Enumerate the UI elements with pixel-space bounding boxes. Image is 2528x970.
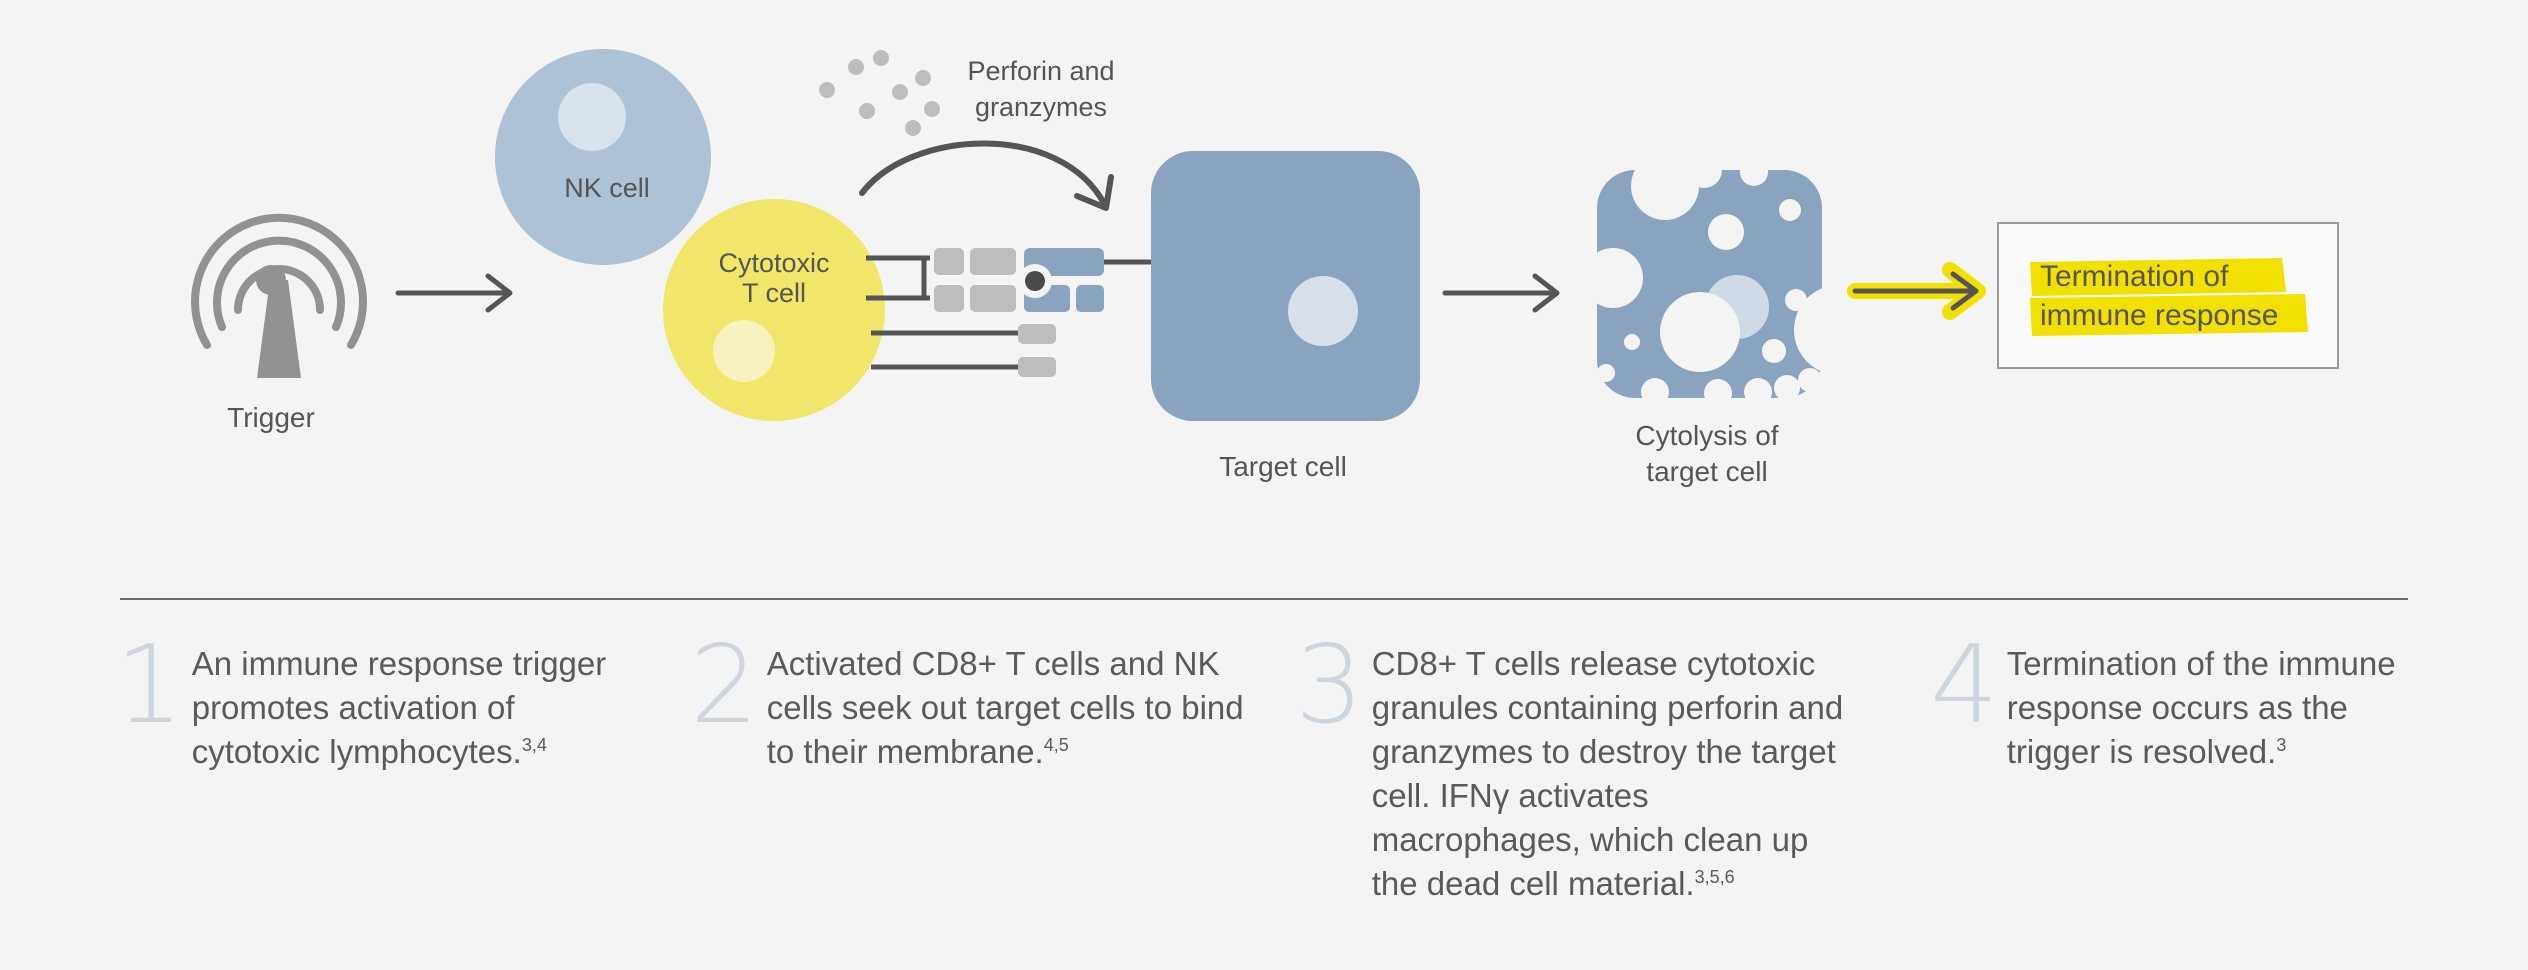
nk-cell [495, 49, 711, 265]
step-number: 3 [1295, 623, 1364, 748]
arrow-target-to-cytolysis [1442, 273, 1560, 313]
step-references: 3,5,6 [1694, 867, 1735, 887]
step-number: 1 [115, 623, 184, 748]
step-number: 4 [1930, 623, 1999, 748]
step-4: 4 Termination of the immune response occ… [1930, 630, 2440, 774]
arrow-to-termination [1847, 262, 1986, 320]
arrow-trigger-to-cells [395, 273, 513, 313]
termination-box [1997, 222, 2339, 369]
trigger-antenna-icon [191, 213, 367, 378]
perforin-granzyme-granules [819, 50, 940, 136]
receptor-binding-lines [866, 255, 1152, 370]
t-cell-label-line1: Cytotoxic [718, 248, 829, 278]
section-divider [120, 598, 2408, 600]
curved-release-arrow [859, 140, 1114, 211]
step-1: 1 An immune response trigger promotes ac… [115, 630, 635, 774]
step-2: 2 Activated CD8+ T cells and NK cells se… [690, 630, 1250, 774]
cytolysis-label-line2: target cell [1646, 456, 1767, 487]
perforin-label-line1: Perforin and [967, 56, 1114, 86]
cytolysed-target-cell [1583, 152, 1884, 407]
step-text: CD8+ T cells release cytotoxic granules … [1371, 645, 1844, 902]
trigger-label: Trigger [227, 402, 315, 433]
step-text: An immune response trigger promotes acti… [191, 645, 607, 770]
target-cell [1151, 151, 1420, 421]
termination-label-line1: Termination of [2040, 260, 2229, 293]
immune-response-diagram: Trigger NK cell Cytotoxic T cell [191, 49, 2339, 487]
step-text: Termination of the immune response occur… [2006, 645, 2396, 770]
step-references: 4,5 [1043, 735, 1069, 755]
termination-label-line2: immune response [2040, 299, 2278, 332]
step-references: 3,4 [521, 735, 547, 755]
t-cell-label-line2: T cell [742, 278, 806, 308]
perforin-label-line2: granzymes [975, 92, 1107, 122]
target-cell-label: Target cell [1219, 451, 1347, 482]
step-3: 3 CD8+ T cells release cytotoxic granule… [1295, 630, 1855, 906]
step-number: 2 [690, 623, 759, 748]
step-references: 3 [2276, 735, 2287, 755]
receptor-blocks [934, 248, 1104, 377]
nk-cell-label: NK cell [564, 173, 650, 203]
cytotoxic-t-cell [663, 199, 885, 421]
step-text: Activated CD8+ T cells and NK cells seek… [766, 645, 1244, 770]
cytolysis-label-line1: Cytolysis of [1635, 420, 1778, 451]
